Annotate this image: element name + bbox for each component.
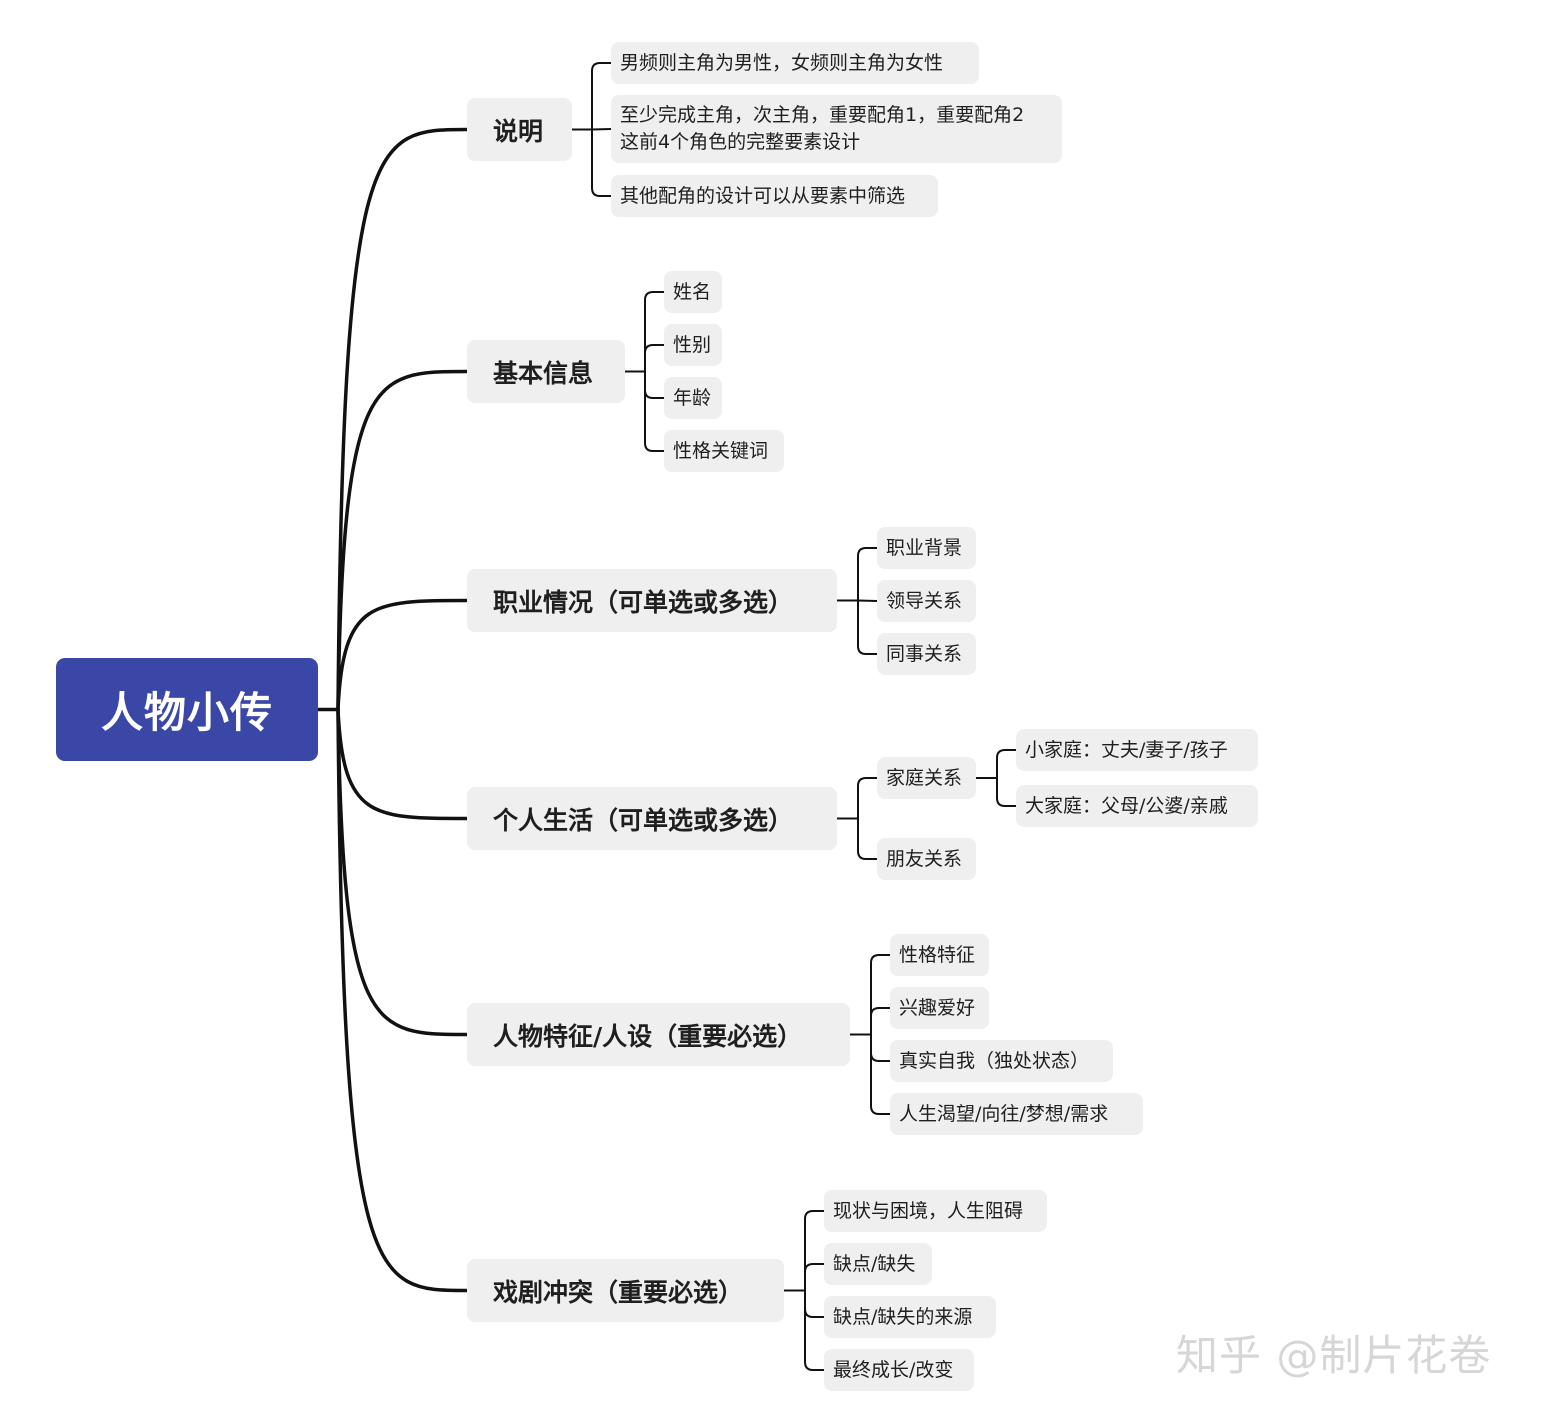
connector-line-34 bbox=[804, 1289, 825, 1318]
connector-line-15 bbox=[644, 370, 665, 452]
note-main-characters[interactable]: 至少完成主角，次主角，重要配角1，重要配角2 这前4个角色的完整要素设计 bbox=[611, 95, 1062, 163]
leaf-career-background[interactable]: 职业背景 bbox=[877, 527, 976, 569]
note-gender-rule[interactable]: 男频则主角为男性，女频则主角为女性 bbox=[611, 42, 979, 84]
watermark-text: 知乎 @制片花卷 bbox=[1176, 1331, 1492, 1380]
leaf-hobbies[interactable]: 兴趣爱好 bbox=[890, 987, 989, 1029]
connector-line-25 bbox=[996, 777, 1017, 807]
connector-line-5 bbox=[336, 707, 469, 1037]
branch-说明[interactable]: 说明 bbox=[467, 98, 572, 161]
branch-career[interactable]: 职业情况（可单选或多选） bbox=[467, 569, 837, 632]
connector-line-4 bbox=[336, 707, 469, 821]
connector-line-30 bbox=[870, 1033, 891, 1115]
connector-line-28 bbox=[870, 1007, 891, 1036]
leaf-big-family[interactable]: 大家庭：父母/公婆/亲戚 bbox=[1016, 785, 1258, 827]
connector-line-21 bbox=[857, 777, 878, 820]
connector-line-2 bbox=[336, 369, 469, 712]
note-main-characters-line-1: 至少完成主角，次主角，重要配角1，重要配角2 bbox=[620, 104, 1025, 126]
branch-dramatic-conflict[interactable]: 戏剧冲突（重要必选） bbox=[467, 1259, 784, 1322]
note-main-characters-line-2: 这前4个角色的完整要素设计 bbox=[620, 131, 861, 153]
root-node[interactable]: 人物小传 bbox=[56, 658, 318, 761]
connector-line-29 bbox=[870, 1033, 891, 1062]
connector-line-6 bbox=[336, 707, 469, 1293]
leaf-name[interactable]: 姓名 bbox=[664, 271, 722, 313]
connector-line-27 bbox=[870, 954, 891, 1036]
connector-line-14 bbox=[644, 370, 665, 399]
connector-line-22 bbox=[857, 817, 878, 860]
branch-character-traits[interactable]: 人物特征/人设（重要必选） bbox=[467, 1003, 850, 1066]
leaf-family-relation[interactable]: 家庭关系 bbox=[877, 757, 976, 799]
connector-line-8 bbox=[591, 62, 612, 131]
leaf-personality-traits[interactable]: 性格特征 bbox=[890, 934, 989, 976]
branch-personal-life[interactable]: 个人生活（可单选或多选） bbox=[467, 787, 837, 850]
connector-line-24 bbox=[996, 749, 1017, 779]
leaf-flaw-origin[interactable]: 缺点/缺失的来源 bbox=[824, 1296, 996, 1338]
leaf-final-growth[interactable]: 最终成长/改变 bbox=[824, 1349, 974, 1391]
leaf-leader-relation[interactable]: 领导关系 bbox=[877, 580, 976, 622]
leaf-small-family[interactable]: 小家庭：丈夫/妻子/孩子 bbox=[1016, 729, 1258, 771]
leaf-current-predicament[interactable]: 现状与困境，人生阻碍 bbox=[824, 1190, 1047, 1232]
connector-line-33 bbox=[804, 1263, 825, 1292]
leaf-personality-keywords[interactable]: 性格关键词 bbox=[664, 430, 784, 472]
leaf-friend-relation[interactable]: 朋友关系 bbox=[877, 838, 976, 880]
connector-line-12 bbox=[644, 291, 665, 373]
branch-basic-info[interactable]: 基本信息 bbox=[467, 340, 625, 403]
leaf-gender[interactable]: 性别 bbox=[664, 324, 722, 366]
connector-line-19 bbox=[857, 599, 878, 655]
connector-line-10 bbox=[591, 128, 612, 197]
leaf-flaws[interactable]: 缺点/缺失 bbox=[824, 1243, 932, 1285]
connector-line-35 bbox=[804, 1289, 825, 1371]
connector-line-32 bbox=[804, 1210, 825, 1292]
connector-line-9 bbox=[591, 128, 612, 131]
leaf-colleague-relation[interactable]: 同事关系 bbox=[877, 633, 976, 675]
leaf-true-self[interactable]: 真实自我（独处状态） bbox=[890, 1040, 1113, 1082]
note-other-characters[interactable]: 其他配角的设计可以从要素中筛选 bbox=[611, 175, 938, 217]
leaf-age[interactable]: 年龄 bbox=[664, 377, 722, 419]
connector-line-18 bbox=[857, 599, 878, 602]
connector-line-3 bbox=[336, 598, 469, 712]
connector-line-1 bbox=[336, 127, 469, 712]
connector-line-13 bbox=[644, 344, 665, 373]
connector-line-17 bbox=[857, 547, 878, 602]
leaf-life-desires[interactable]: 人生渴望/向往/梦想/需求 bbox=[890, 1093, 1143, 1135]
